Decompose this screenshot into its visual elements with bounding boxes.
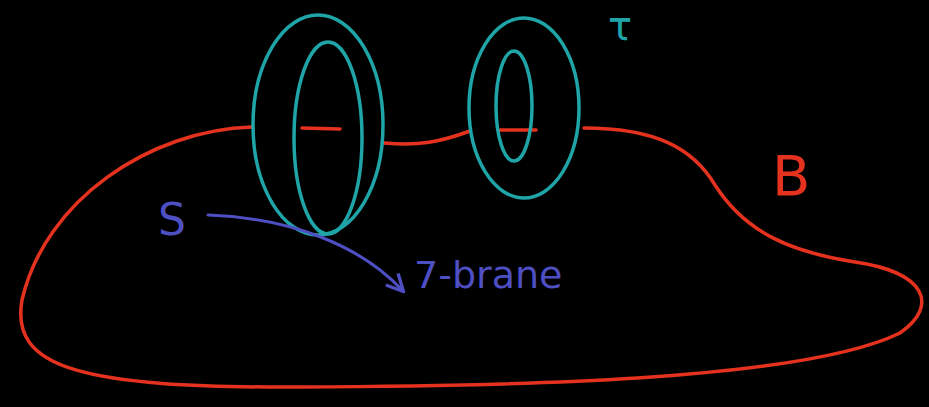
surface-label: S	[158, 198, 186, 242]
torus-small	[469, 18, 579, 198]
base-label: B	[772, 148, 810, 204]
brane-label: 7-brane	[414, 256, 562, 294]
pointer-arrow	[208, 215, 402, 290]
base-outline	[21, 127, 922, 387]
modulus-label: τ	[608, 6, 632, 46]
torus-large	[253, 15, 383, 235]
